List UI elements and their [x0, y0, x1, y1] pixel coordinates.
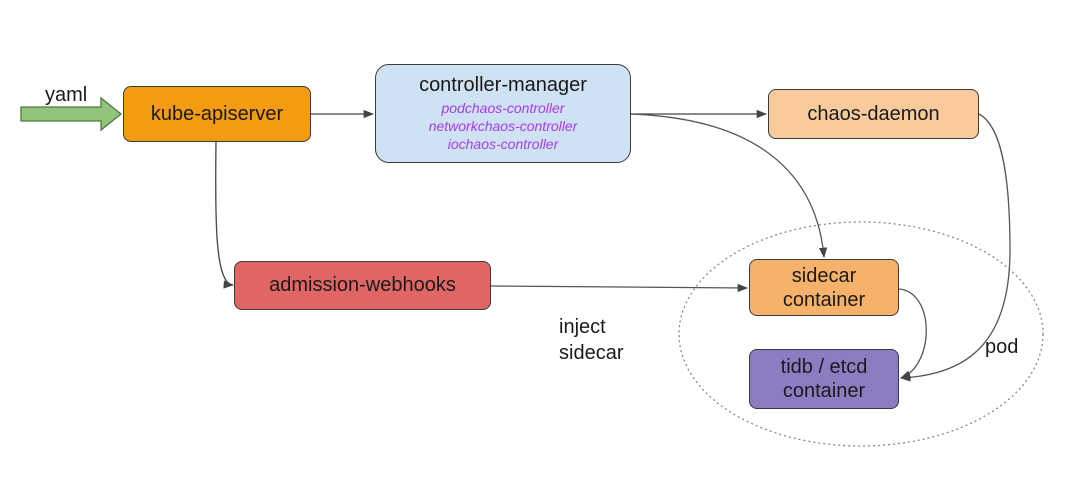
edge-sidecar-to-tidb: [898, 288, 927, 379]
yaml-label: yaml: [45, 84, 88, 106]
kube-apiserver-label: kube-apiserver: [150, 102, 284, 125]
sidecar-container-node: sidecar container: [749, 259, 899, 316]
tidb-etcd-container-node: tidb / etcd container: [749, 349, 899, 409]
kube-apiserver-node: kube-apiserver: [123, 86, 311, 142]
sidecar-label-line2: container: [782, 288, 866, 311]
chaos-daemon-node: chaos-daemon: [768, 89, 979, 139]
admission-webhooks-label: admission-webhooks: [269, 274, 456, 296]
inject-label-line2: sidecar: [559, 342, 624, 364]
controller-manager-label: controller-manager: [419, 73, 587, 96]
pod-group-label: pod: [985, 336, 1019, 358]
inject-label-line1: inject: [559, 316, 606, 338]
edge-daemon-to-tidb: [899, 113, 1011, 382]
podchaos-controller-label: podchaos-controller: [441, 99, 565, 116]
tidb-label-line2: container: [782, 380, 866, 402]
edge-controller-to-sidecar: [630, 113, 828, 259]
iochaos-controller-label: iochaos-controller: [447, 136, 559, 153]
pod-group-ellipse: [678, 221, 1044, 447]
edge-apiserver-to-webhooks: [215, 141, 235, 289]
tidb-label-line1: tidb / etcd: [780, 356, 868, 378]
chaos-daemon-label: chaos-daemon: [807, 102, 940, 125]
inject-sidecar-label: inject sidecar: [559, 314, 623, 366]
edge-webhooks-to-sidecar: [490, 283, 749, 293]
yaml-input-arrow: [20, 96, 123, 132]
sidecar-label-line1: sidecar: [791, 264, 857, 287]
networkchaos-controller-label: networkchaos-controller: [428, 117, 578, 134]
admission-webhooks-node: admission-webhooks: [234, 261, 491, 310]
controller-manager-node: controller-manager podchaos-controller n…: [375, 64, 631, 163]
